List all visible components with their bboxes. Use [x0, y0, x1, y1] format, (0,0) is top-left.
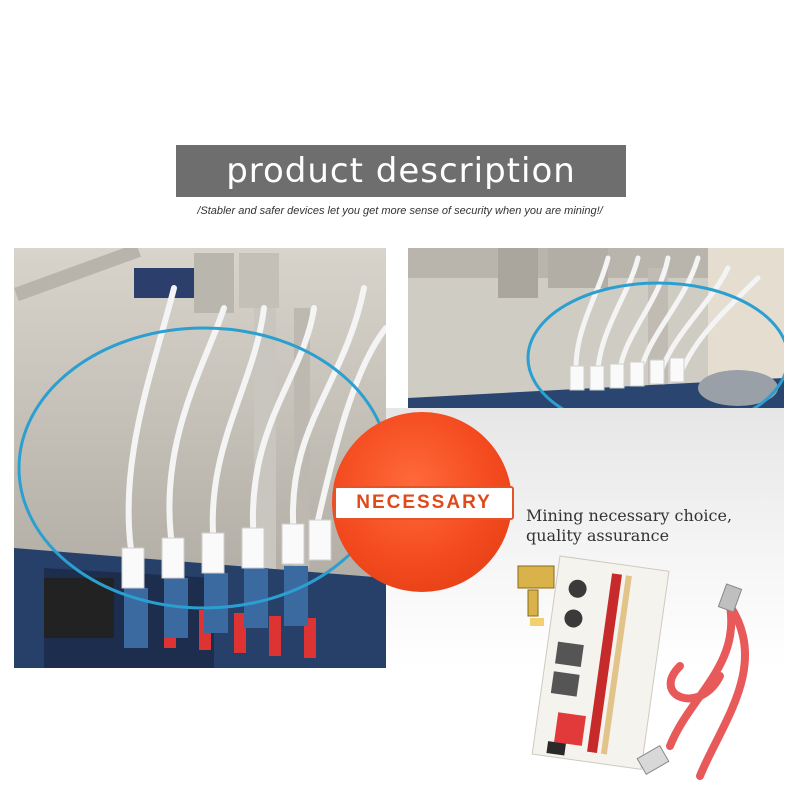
mining-rig-closeup-icon — [408, 248, 784, 408]
tagline-line-2: quality assurance — [526, 526, 670, 545]
necessary-badge: NECESSARY — [334, 486, 514, 520]
page-title-text: product description — [226, 151, 576, 191]
product-image — [490, 546, 790, 786]
mining-rig-photo-icon — [14, 248, 386, 668]
riser-card-image-icon — [517, 555, 750, 780]
page-subtitle: /Stabler and safer devices let you get m… — [197, 205, 603, 217]
mining-rig-photo-right — [408, 248, 784, 408]
tagline: Mining necessary choice, quality assuran… — [526, 506, 786, 546]
pcie-adapter-icon — [517, 565, 555, 626]
mining-rig-photo-left — [14, 248, 386, 668]
page-title: product description — [176, 145, 626, 197]
tagline-line-1: Mining necessary choice, — [526, 506, 733, 525]
usb-cable-image-icon — [666, 602, 750, 780]
